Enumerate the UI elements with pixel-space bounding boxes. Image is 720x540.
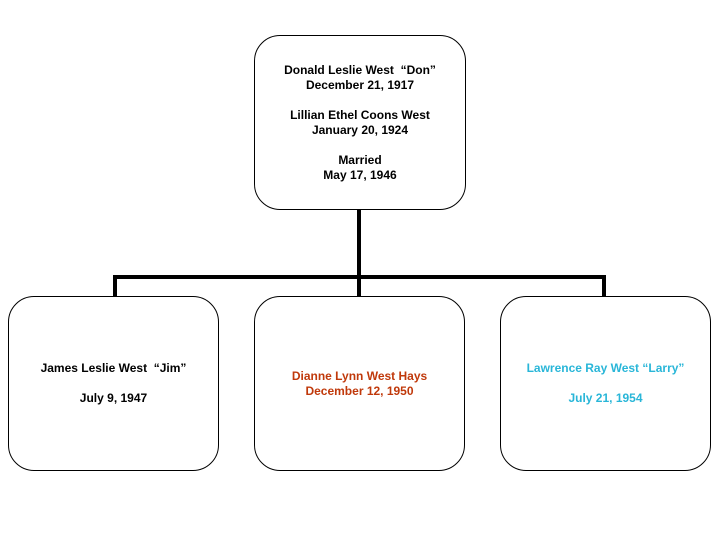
- child-box-dianne: Dianne Lynn West Hays December 12, 1950: [254, 296, 465, 471]
- child-birthdate: July 9, 1947: [79, 391, 148, 405]
- parent-birthdate-2: January 20, 1924: [311, 122, 409, 137]
- child-name: Lawrence Ray West “Larry”: [526, 361, 685, 375]
- child-box-jim: James Leslie West “Jim” July 9, 1947: [8, 296, 219, 471]
- parent-name-1: Donald Leslie West “Don”: [284, 62, 436, 77]
- child-name: Dianne Lynn West Hays: [291, 368, 428, 383]
- parent-birthdate-1: December 21, 1917: [305, 77, 415, 92]
- parents-box: Donald Leslie West “Don” December 21, 19…: [254, 35, 466, 210]
- child-birthdate: July 21, 1954: [568, 391, 643, 405]
- child-name: James Leslie West “Jim”: [40, 361, 187, 375]
- parent-name-2: Lillian Ethel Coons West: [290, 107, 430, 122]
- married-label: Married: [338, 152, 382, 167]
- child-birthdate: December 12, 1950: [305, 383, 414, 398]
- child-box-larry: Lawrence Ray West “Larry” July 21, 1954: [500, 296, 711, 471]
- marriage-date: May 17, 1946: [323, 167, 397, 182]
